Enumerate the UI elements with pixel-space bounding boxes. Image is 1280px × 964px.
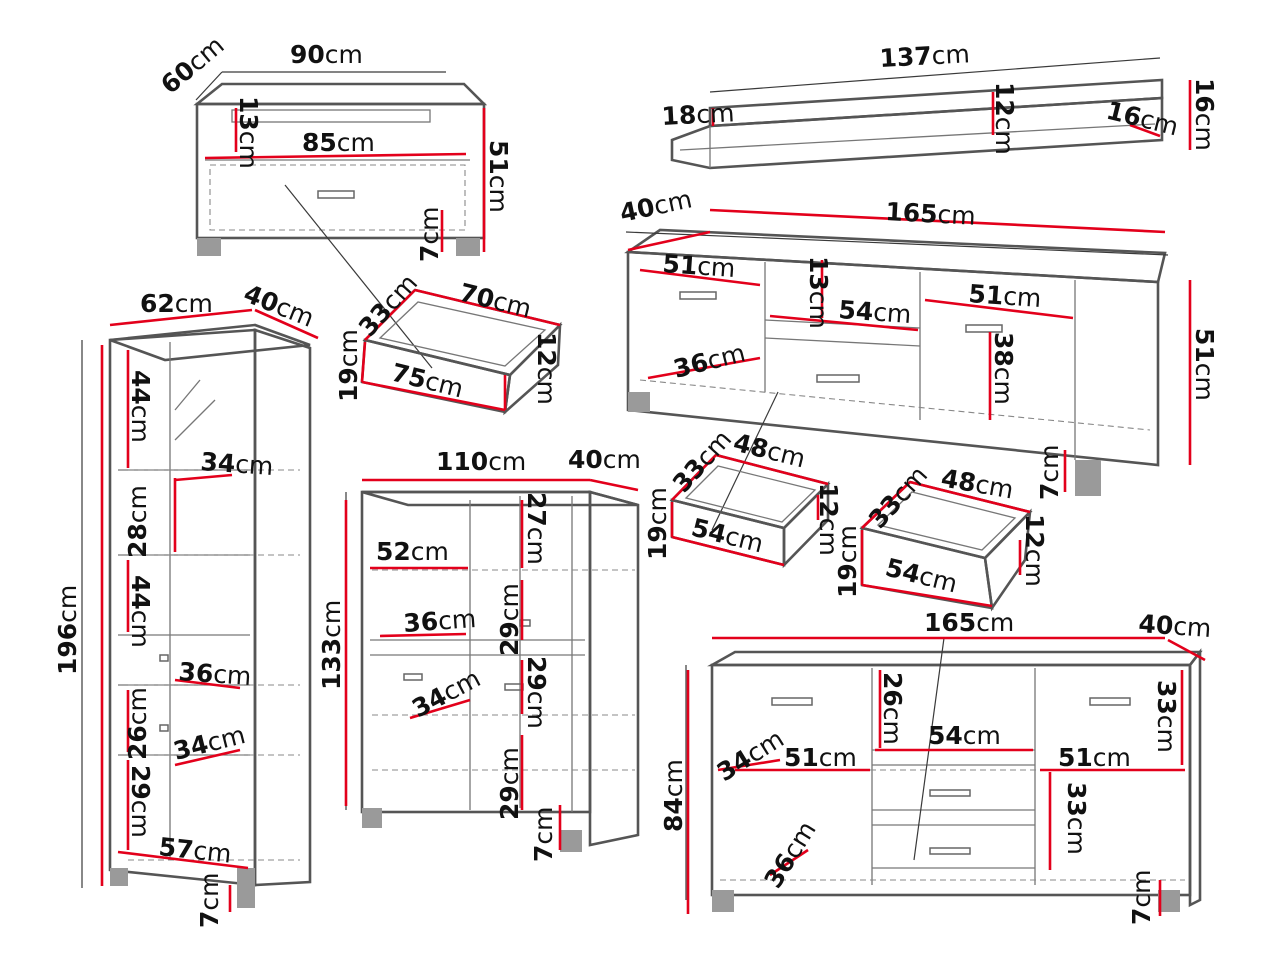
tv-stand-right-compartment-label: 51cm: [968, 279, 1043, 313]
tv-drawer-inner-height-label: 12cm: [814, 483, 843, 556]
side-drawer-depth-label: 33cm: [863, 460, 933, 534]
side-drawer-inner-height-label: 12cm: [1020, 514, 1049, 587]
sideboard-depth-label: 40cm: [1138, 609, 1213, 643]
sideboard: [685, 636, 1206, 916]
highboard-top-compartment-label: 27cm: [522, 492, 551, 565]
sideboard-right-top-label: 33cm: [1152, 680, 1181, 753]
tv-stand-middle-label: 54cm: [838, 295, 913, 329]
tv-drawer-depth-label: 33cm: [667, 424, 737, 498]
sideboard-bottom-depth-label: 36cm: [758, 816, 821, 893]
tv-stand-width-label: 165cm: [885, 197, 977, 231]
highboard: [344, 478, 640, 852]
highboard-leg-label: 7cm: [529, 806, 558, 862]
sideboard-drawer: [859, 480, 1033, 612]
coffee-table-depth-label: 60cm: [155, 31, 229, 100]
tv-stand-leg-label: 7cm: [1035, 444, 1064, 500]
cabinet-top-compartment-label: 44cm: [126, 370, 155, 443]
tv-stand-height-label: 51cm: [1190, 328, 1219, 401]
cabinet-second-compartment-label: 28cm: [123, 485, 152, 558]
highboard-width-label: 110cm: [436, 447, 526, 476]
sideboard-left-compartment-label: 51cm: [784, 743, 857, 772]
cabinet-drawer-depth-label: 36cm: [178, 657, 253, 691]
side-drawer-height-label: 19cm: [833, 525, 862, 598]
coffee-table-height-label: 51cm: [484, 140, 513, 213]
sideboard-leg-label: 7cm: [1127, 869, 1156, 925]
coffee-table-drawer: [360, 288, 563, 416]
highboard-middle-compartment-label: 29cm: [495, 583, 524, 656]
sideboard-right-bottom-label: 33cm: [1062, 782, 1091, 855]
cabinet-third-compartment-label: 44cm: [126, 575, 155, 648]
coffee-drawer-height-label: 19cm: [334, 329, 363, 402]
coffee-drawer-inner-height-label: 12cm: [532, 332, 561, 405]
tv-drawer-height-label: 19cm: [643, 487, 672, 560]
tv-stand-left-compartment-label: 51cm: [662, 249, 737, 283]
shelf-height-label: 16cm: [1190, 78, 1219, 151]
highboard-lower-shelf-label: 34cm: [407, 663, 485, 723]
tv-stand-depth-label: 40cm: [617, 184, 694, 228]
coffee-table-shelf-height-label: 13cm: [234, 96, 263, 169]
shelf-gap-label: 12cm: [990, 82, 1019, 155]
highboard-shelf-depth-label: 36cm: [402, 604, 477, 638]
coffee-table-leg-label: 7cm: [415, 206, 444, 262]
sideboard-width-label: 165cm: [924, 608, 1014, 637]
tv-stand-drawer: [669, 453, 831, 569]
tv-stand: [624, 208, 1192, 531]
cabinet-bottom-compartment-label: 29cm: [126, 765, 155, 838]
highboard-compartment-width-label: 52cm: [376, 537, 449, 566]
cabinet-shelf-depth-label: 34cm: [200, 447, 275, 481]
tv-stand-inner-depth-label: 36cm: [670, 338, 748, 384]
cabinet-width-label: 62cm: [140, 289, 213, 318]
side-drawer-width-label: 48cm: [939, 463, 1016, 504]
cabinet-base-width-label: 57cm: [157, 832, 233, 868]
highboard-depth-label: 40cm: [568, 445, 641, 474]
shelf-depth-label: 18cm: [661, 98, 735, 131]
sideboard-inner-depth-label: 34cm: [712, 724, 789, 787]
cabinet-drawer-height-label: 26cm: [123, 687, 152, 760]
sideboard-middle-label: 54cm: [928, 721, 1001, 750]
shelf-width-label: 137cm: [879, 39, 971, 73]
shelf-lip-label: 16cm: [1104, 96, 1182, 142]
coffee-table: [193, 71, 488, 369]
cabinet-lower-shelf-label: 34cm: [170, 720, 248, 766]
sideboard-height-label: 84cm: [659, 759, 688, 832]
highboard-bottom-compartment-label: 29cm: [495, 747, 524, 820]
sideboard-shelf-height-label: 26cm: [878, 672, 907, 745]
tv-stand-door-height-label: 38cm: [989, 332, 1018, 405]
dimension-labels: 60cm 90cm 13cm 85cm 51cm 7cm 33cm 70cm 1…: [53, 31, 1219, 928]
cabinet-height-label: 196cm: [53, 585, 82, 675]
tv-stand-shelf-height-label: 13cm: [804, 256, 833, 329]
cabinet-leg-label: 7cm: [195, 872, 224, 928]
coffee-table-width-label: 90cm: [290, 40, 363, 69]
highboard-height-label: 133cm: [317, 600, 346, 690]
coffee-table-inner-width-label: 85cm: [302, 128, 375, 157]
highboard-door-compartment-label: 29cm: [522, 656, 551, 729]
coffee-drawer-width-label: 70cm: [457, 278, 535, 324]
wall-shelf: [670, 57, 1192, 170]
display-cabinet: [81, 308, 319, 912]
sideboard-right-compartment-label: 51cm: [1058, 743, 1131, 772]
